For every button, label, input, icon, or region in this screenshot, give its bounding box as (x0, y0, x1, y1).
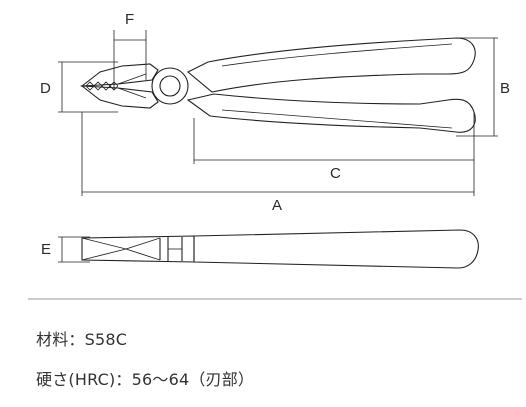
pliers-side-view (81, 229, 479, 269)
side-head (81, 235, 195, 263)
pivot-outer (151, 67, 189, 105)
upper-jaw (80, 63, 159, 87)
dimension-label-c: C (330, 165, 341, 182)
upper-handle (187, 37, 476, 93)
dimension-lines (58, 30, 498, 263)
spec-hardness: 硬さ(HRC)：56〜64（刃部） (36, 370, 255, 389)
dimension-label-b: B (500, 80, 510, 97)
dimension-label-f: F (125, 11, 134, 28)
side-handle (193, 229, 479, 269)
spec-material: 材料：S58C (36, 330, 128, 349)
dimension-label-a: A (272, 197, 282, 214)
lower-jaw (80, 85, 159, 109)
dimension-label-d: D (40, 80, 51, 97)
dimension-label-e: E (41, 241, 51, 258)
pivot-inner (159, 75, 181, 97)
pliers-top-view (80, 37, 476, 133)
